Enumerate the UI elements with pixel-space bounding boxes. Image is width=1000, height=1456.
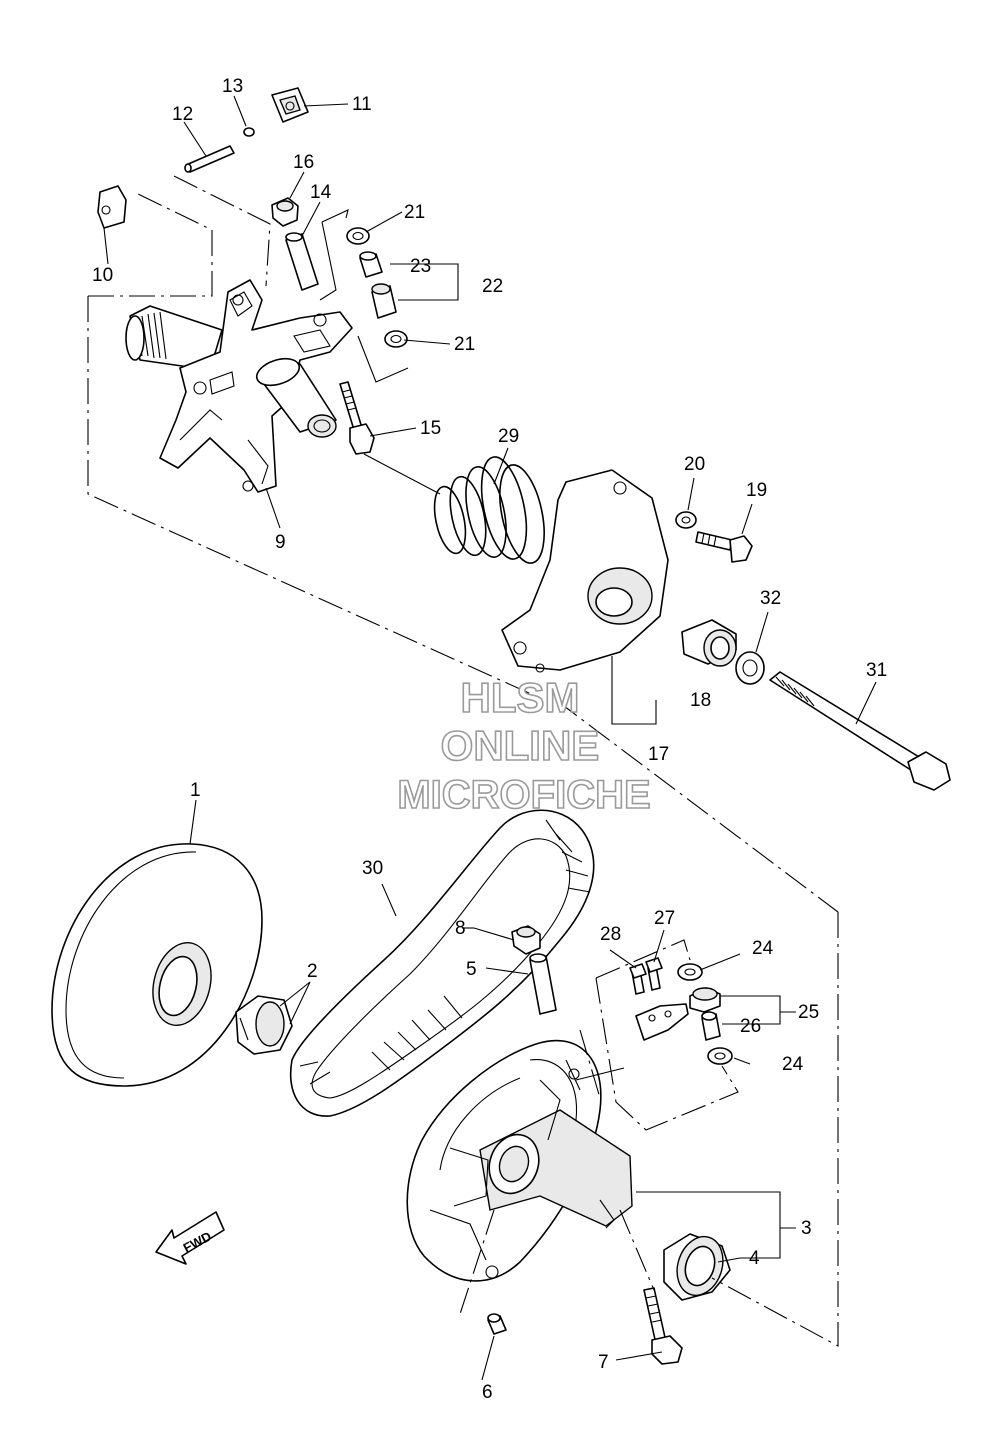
part-15-bolt	[339, 381, 375, 455]
callout-30: 30	[362, 858, 383, 879]
callout-14: 14	[310, 182, 332, 203]
callout-11: 11	[352, 94, 372, 115]
part-24-washer-top	[677, 963, 703, 981]
part-12-pin	[184, 145, 235, 173]
callout-18: 18	[690, 690, 711, 711]
part-19-bolt	[695, 531, 753, 563]
part-21-washer-bottom	[384, 330, 408, 348]
part-27-screw	[645, 957, 663, 991]
part-3-sheave-assy	[406, 1039, 633, 1282]
part-1-sheave	[51, 843, 263, 1087]
callout-23: 23	[410, 256, 431, 277]
watermark-line-1: HLSM	[461, 674, 580, 721]
callout-2: 2	[307, 961, 318, 982]
callout-6: 6	[482, 1382, 493, 1403]
part-23-bushing	[359, 251, 383, 278]
part-31-bolt	[769, 671, 951, 791]
part-29-spring	[433, 456, 545, 564]
callout-20: 20	[684, 454, 705, 475]
leader-lines	[103, 95, 877, 1381]
part-21-washer-top	[346, 227, 370, 245]
part-17-cover	[501, 469, 669, 673]
part-32-washer	[735, 651, 765, 685]
callout-9: 9	[275, 532, 286, 553]
watermark-line-3: MICROFICHE	[397, 773, 650, 817]
part-26-bushing	[701, 1011, 721, 1041]
callout-10: 10	[92, 265, 113, 286]
callout-21-bottom: 21	[454, 334, 475, 355]
part-8-nut	[511, 925, 541, 955]
part-10-weight	[97, 185, 127, 229]
fwd-arrow-icon: FWD	[155, 1211, 225, 1265]
part-25-roller	[689, 987, 721, 1013]
part-11-clip	[271, 87, 309, 123]
part-7-bolt	[643, 1287, 683, 1365]
callout-1: 1	[190, 780, 201, 801]
callout-4: 4	[749, 1248, 760, 1269]
part-9-hub	[125, 279, 353, 493]
part-16-nut	[271, 197, 299, 227]
part-22-roller	[371, 283, 397, 319]
part-28-screw	[629, 963, 647, 995]
callout-21-top: 21	[404, 202, 425, 223]
callout-16: 16	[293, 152, 314, 173]
part-13-oring	[243, 127, 255, 137]
part-24-washer-bottom	[707, 1047, 733, 1065]
callout-32: 32	[760, 588, 781, 609]
part-30-belt	[289, 809, 595, 1117]
watermark-line-2: ONLINE	[441, 722, 600, 769]
callout-24-top: 24	[752, 938, 774, 959]
callout-31: 31	[866, 660, 887, 681]
part-14-collar	[285, 232, 319, 291]
callout-29: 29	[498, 426, 519, 447]
part-4-bushing	[663, 1233, 731, 1301]
part-5-collar	[529, 953, 557, 1015]
callout-5: 5	[466, 959, 477, 980]
callout-13: 13	[222, 76, 243, 97]
callout-22: 22	[482, 276, 503, 297]
callout-26: 26	[740, 1016, 761, 1037]
part-20-washer	[675, 511, 697, 529]
callout-17: 17	[648, 744, 669, 765]
callout-19: 19	[746, 480, 767, 501]
callout-28: 28	[600, 924, 621, 945]
callout-7: 7	[598, 1352, 609, 1373]
watermark: HLSM ONLINE MICROFICHE	[397, 673, 652, 818]
part-27-28-plate	[635, 1003, 689, 1041]
part-2-collar	[235, 995, 293, 1055]
part-6-pin	[487, 1313, 507, 1335]
callout-8: 8	[455, 918, 466, 939]
callout-12: 12	[172, 104, 193, 125]
callout-24-bottom: 24	[782, 1054, 804, 1075]
callout-15: 15	[420, 418, 441, 439]
callout-25: 25	[798, 1002, 819, 1023]
callout-27: 27	[654, 908, 675, 929]
callout-3: 3	[801, 1218, 812, 1239]
part-18-bushing	[681, 619, 737, 667]
